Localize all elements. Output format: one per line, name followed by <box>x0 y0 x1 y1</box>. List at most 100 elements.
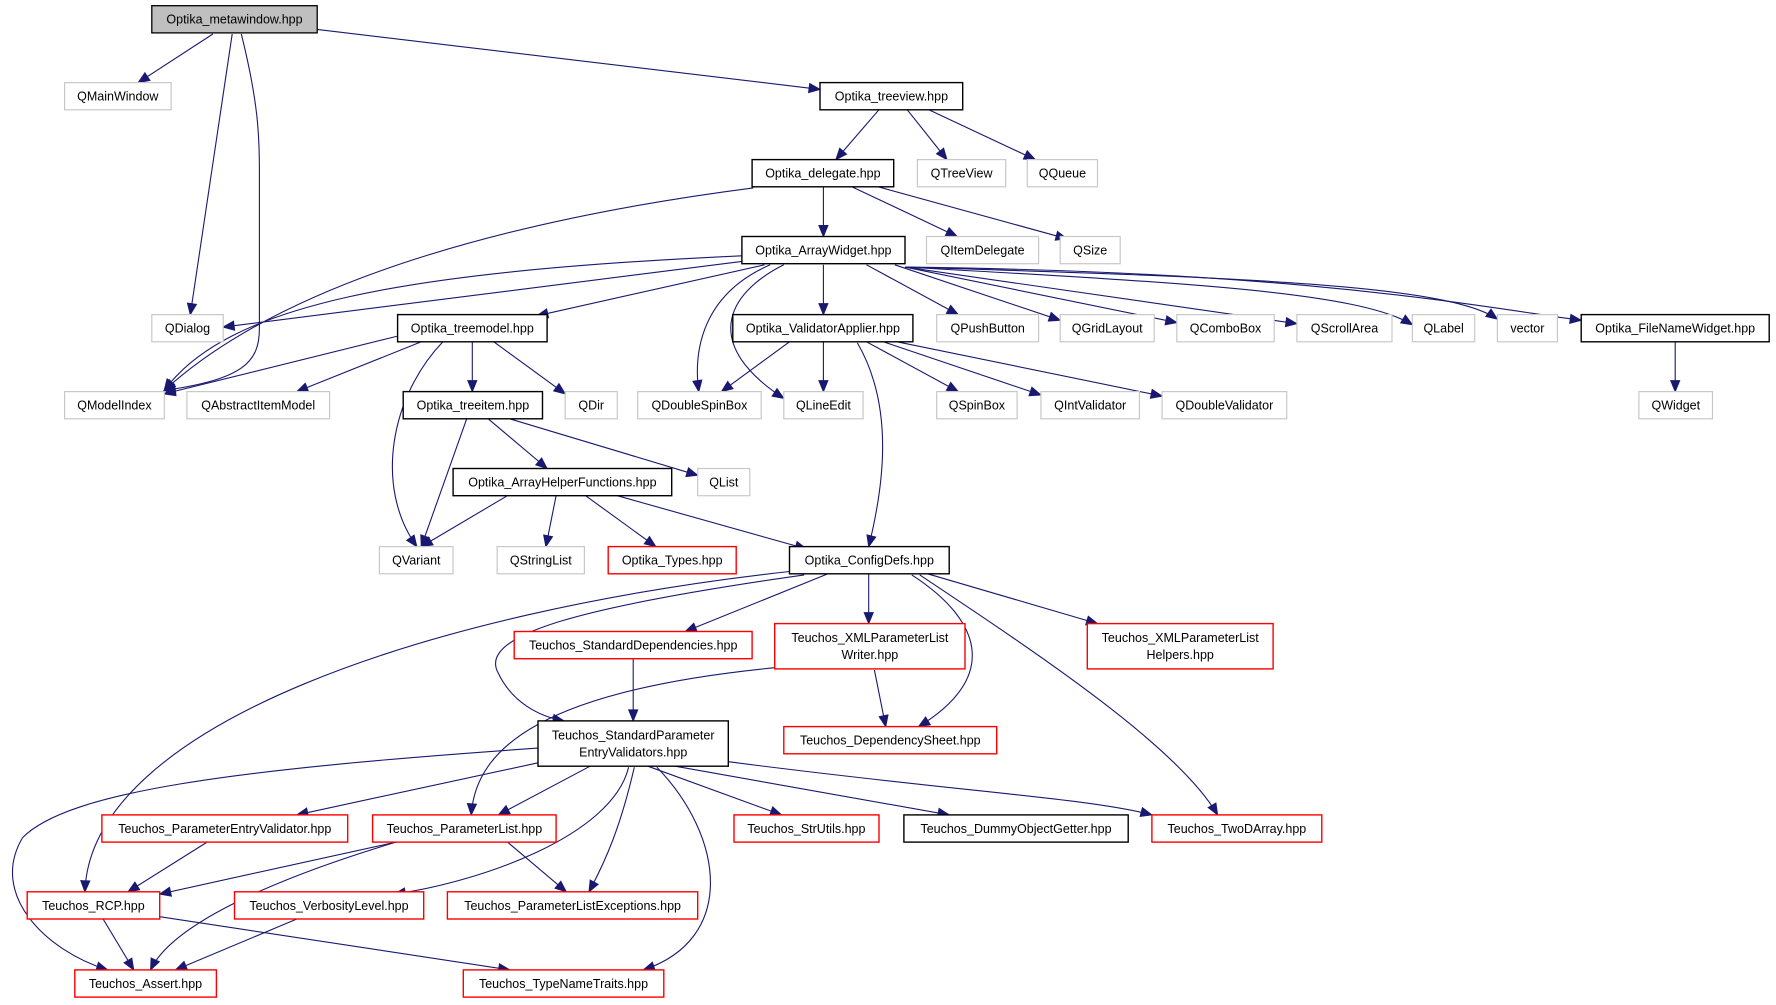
node-box <box>1638 391 1714 420</box>
node-DummyObjectGetter[interactable]: Teuchos_DummyObjectGetter.hpp <box>903 814 1129 843</box>
node-PEV[interactable]: Teuchos_ParameterEntryValidator.hpp <box>101 814 349 843</box>
node-TypeNameTraits[interactable]: Teuchos_TypeNameTraits.hpp <box>462 969 665 998</box>
node-box <box>903 814 1129 843</box>
node-RCP[interactable]: Teuchos_RCP.hpp <box>26 891 161 920</box>
node-treeitem[interactable]: Optika_treeitem.hpp <box>402 390 544 420</box>
node-box <box>1040 391 1141 420</box>
node-vector[interactable]: vector <box>1496 314 1559 343</box>
arrowhead <box>1164 315 1179 326</box>
edge-ValidatorApplier-to-ConfigDefs <box>856 342 884 548</box>
node-PLExceptions[interactable]: Teuchos_ParameterListExceptions.hpp <box>446 891 699 920</box>
node-QList[interactable]: QList <box>697 467 751 497</box>
node-box <box>537 720 730 767</box>
node-ParameterList[interactable]: Teuchos_ParameterList.hpp <box>371 814 557 843</box>
node-Assert[interactable]: Teuchos_Assert.hpp <box>74 969 218 998</box>
edge-treeitem-to-QList <box>509 418 699 478</box>
edge-treemodel-to-treeitem <box>467 341 478 393</box>
node-ArrayHelperFunctions[interactable]: Optika_ArrayHelperFunctions.hpp <box>452 467 673 497</box>
arrowhead <box>1569 313 1583 324</box>
node-QStringList[interactable]: QStringList <box>496 545 586 575</box>
node-QIntValidator[interactable]: QIntValidator <box>1040 391 1141 420</box>
edge-ArrayWidget-to-QDoubleSpinBox <box>692 264 771 393</box>
arrowhead <box>588 879 599 893</box>
arrowhead <box>1284 316 1299 328</box>
node-box <box>1151 814 1323 843</box>
node-label: Optika_FileNameWidget.hpp <box>1595 322 1755 336</box>
node-label: QStringList <box>510 554 572 568</box>
edge-ArrayWidget-to-vector <box>904 266 1499 320</box>
node-box <box>936 391 1018 420</box>
node-treemodel[interactable]: Optika_treemodel.hpp <box>396 313 548 343</box>
node-box <box>186 391 331 420</box>
arrowhead <box>1047 311 1062 322</box>
node-label: Optika_treeitem.hpp <box>417 399 530 413</box>
node-label: Optika_ArrayHelperFunctions.hpp <box>468 476 656 490</box>
edge-ArrayHelperFunctions-to-QVariant <box>420 495 508 548</box>
arrowhead <box>150 957 161 972</box>
node-QGridLayout[interactable]: QGridLayout <box>1059 314 1155 343</box>
node-QComboBox[interactable]: QComboBox <box>1176 314 1275 343</box>
node-QLabel[interactable]: QLabel <box>1411 314 1476 343</box>
node-QDoubleValidator[interactable]: QDoubleValidator <box>1161 391 1288 420</box>
arrowhead <box>174 960 189 971</box>
node-box <box>1411 314 1476 343</box>
node-QModelIndex[interactable]: QModelIndex <box>63 391 165 420</box>
node-QAbstractItemModel[interactable]: QAbstractItemModel <box>186 391 331 420</box>
arrowhead <box>818 380 829 393</box>
node-StrUtils[interactable]: Teuchos_StrUtils.hpp <box>733 814 880 843</box>
node-Types[interactable]: Optika_Types.hpp <box>607 545 737 575</box>
node-ConfigDefs[interactable]: Optika_ConfigDefs.hpp <box>788 545 950 575</box>
node-QSize[interactable]: QSize <box>1059 235 1121 265</box>
node-label: Teuchos_StandardParameter <box>552 729 715 743</box>
node-QLineEdit[interactable]: QLineEdit <box>783 391 864 420</box>
node-delegate[interactable]: Optika_delegate.hpp <box>751 158 895 188</box>
arrowhead <box>771 387 785 400</box>
arrowhead <box>768 806 783 816</box>
node-SPEV[interactable]: Teuchos_StandardParameterEntryValidators… <box>537 720 730 767</box>
arrowhead <box>1207 802 1219 817</box>
edge-ValidatorApplier-to-QSpinBox <box>866 341 960 393</box>
node-TwoDArray[interactable]: Teuchos_TwoDArray.hpp <box>1151 814 1323 843</box>
node-QDialog[interactable]: QDialog <box>151 314 224 343</box>
arrowhead <box>720 380 734 393</box>
arrowhead <box>1028 386 1043 397</box>
node-metawindow[interactable]: Optika_metawindow.hpp <box>151 5 318 34</box>
edge-ValidatorApplier-to-QDoubleSpinBox <box>720 341 790 393</box>
edge-ArrayWidget-to-QLineEdit <box>730 264 785 400</box>
node-box <box>63 391 165 420</box>
node-DependencySheet[interactable]: Teuchos_DependencySheet.hpp <box>783 725 998 755</box>
arrowhead <box>643 535 657 548</box>
node-box <box>1580 313 1770 343</box>
node-QDir[interactable]: QDir <box>564 391 618 420</box>
node-QTreeView[interactable]: QTreeView <box>916 159 1007 188</box>
node-QItemDelegate[interactable]: QItemDelegate <box>925 235 1040 265</box>
node-FileNameWidget[interactable]: Optika_FileNameWidget.hpp <box>1580 313 1770 343</box>
node-ArrayWidget[interactable]: Optika_ArrayWidget.hpp <box>741 235 906 265</box>
node-QDoubleSpinBox[interactable]: QDoubleSpinBox <box>637 391 762 420</box>
edge-ConfigDefs-to-XMLWriter <box>863 573 874 625</box>
node-label: QDialog <box>165 322 210 336</box>
node-QScrollArea[interactable]: QScrollArea <box>1296 314 1393 343</box>
node-QQueue[interactable]: QQueue <box>1026 159 1099 188</box>
edge-delegate-to-QModelIndex <box>163 187 754 392</box>
edge-PEV-to-RCP <box>126 841 208 893</box>
node-QWidget[interactable]: QWidget <box>1638 391 1714 420</box>
node-box <box>402 390 544 420</box>
node-QSpinBox[interactable]: QSpinBox <box>936 391 1018 420</box>
node-QPushButton[interactable]: QPushButton <box>936 314 1040 343</box>
node-box <box>101 814 349 843</box>
arrowhead <box>534 457 549 470</box>
node-label: Teuchos_VerbosityLevel.hpp <box>249 899 408 913</box>
arrowhead <box>295 382 310 393</box>
node-ValidatorApplier[interactable]: Optika_ValidatorApplier.hpp <box>732 313 914 343</box>
node-QMainWindow[interactable]: QMainWindow <box>63 81 172 111</box>
arrowhead <box>162 385 177 397</box>
node-QVariant[interactable]: QVariant <box>378 545 454 575</box>
node-treeview[interactable]: Optika_treeview.hpp <box>819 81 964 111</box>
arrowhead <box>123 957 135 972</box>
node-box <box>233 891 425 920</box>
node-VerbosityLevel[interactable]: Teuchos_VerbosityLevel.hpp <box>233 891 425 920</box>
node-StandardDependencies[interactable]: Teuchos_StandardDependencies.hpp <box>513 630 753 660</box>
